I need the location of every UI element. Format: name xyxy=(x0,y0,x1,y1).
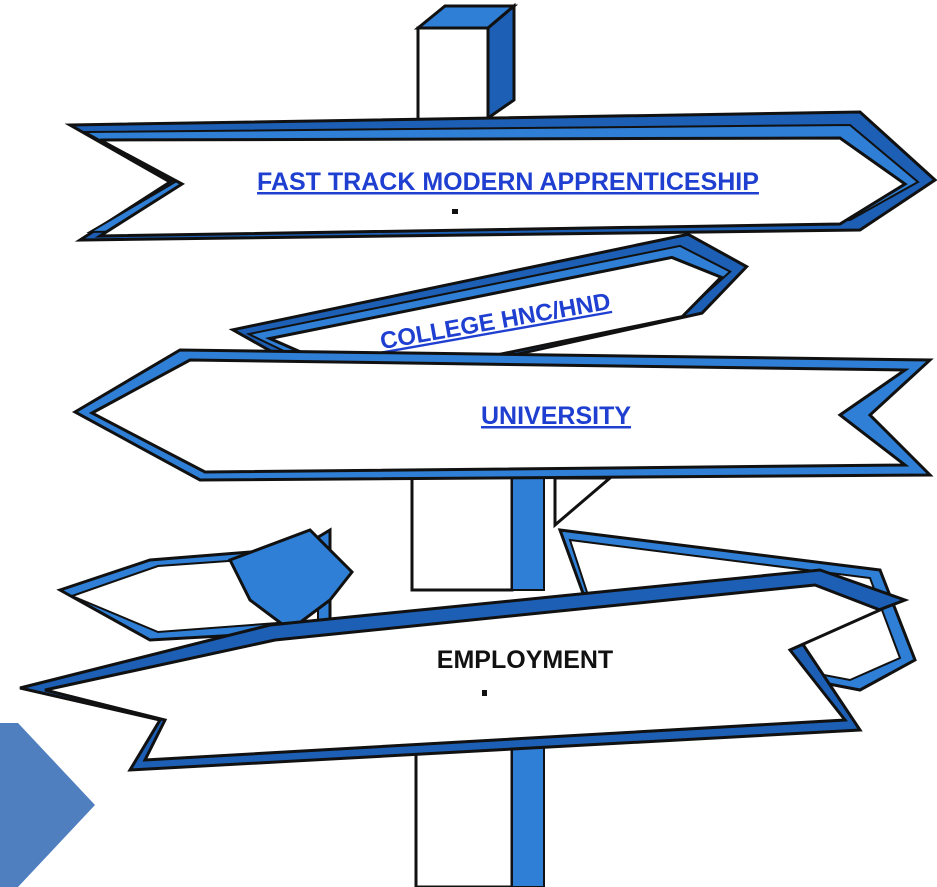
employment-tick xyxy=(482,690,487,696)
university-sign: UNIVERSITY xyxy=(71,348,934,529)
post-top-front xyxy=(416,26,490,130)
chevron-right-icon[interactable] xyxy=(0,723,95,887)
fast-track-link[interactable]: FAST TRACK MODERN APPRENTICESHIP xyxy=(257,168,759,196)
post-middle-front xyxy=(410,468,514,592)
fast-track-sign: FAST TRACK MODERN APPRENTICESHIP xyxy=(64,110,937,242)
university-link[interactable]: UNIVERSITY xyxy=(481,402,631,430)
fast-track-tick xyxy=(452,209,458,214)
post-cap-side xyxy=(486,2,516,121)
employment-label: EMPLOYMENT xyxy=(437,646,613,674)
post-middle-blue xyxy=(511,469,545,591)
employment-sign: EMPLOYMENT xyxy=(19,528,910,772)
